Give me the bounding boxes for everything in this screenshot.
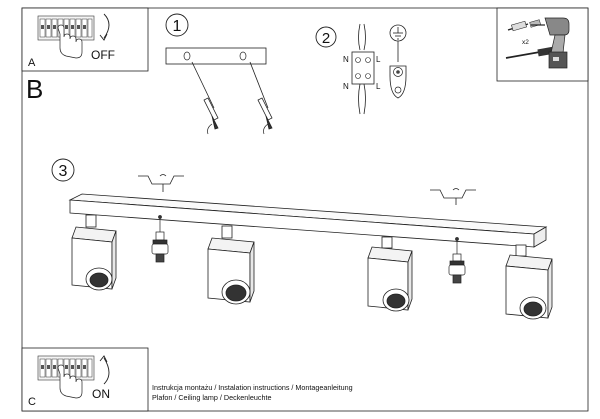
breaker-panel-off-icon <box>37 15 95 59</box>
spotlight-icon <box>505 244 553 320</box>
wire-label-l-bottom: L <box>376 82 381 91</box>
ground-symbol-icon <box>389 24 407 62</box>
wires-icon <box>358 23 366 115</box>
panel-a-action: OFF <box>91 48 115 62</box>
ground-terminal-icon <box>389 65 407 99</box>
screw-icon <box>249 61 273 130</box>
panel-a-letter: A <box>28 57 36 69</box>
mounting-bracket-icon <box>138 174 184 192</box>
tools-box <box>496 7 589 82</box>
spotlight-icon <box>71 214 117 291</box>
arrow-down-icon <box>103 13 110 39</box>
mounting-plate-icon <box>165 47 267 65</box>
drill-icon <box>531 17 570 69</box>
arrow-down-head-icon <box>99 33 108 41</box>
wire-label-n-bottom: N <box>343 82 349 91</box>
step-3-number: 3 <box>59 163 68 180</box>
spotlight-icon <box>367 236 413 312</box>
step-1-number: 1 <box>173 18 182 35</box>
panel-c-letter: C <box>28 396 36 408</box>
footer-line-2: Plafon / Ceiling lamp / Deckenleuchte <box>152 393 272 402</box>
footer-line-1: Instrukcja montażu / Instalation instruc… <box>152 383 353 392</box>
panel-c-action: ON <box>92 387 110 401</box>
step-2-marker <box>315 26 337 48</box>
tools-multiplier: x2 <box>522 39 529 46</box>
sheet-frame <box>21 7 589 412</box>
wire-label-n-top: N <box>343 55 349 64</box>
bulb-icon <box>448 237 466 284</box>
screw-motion-icon <box>207 123 269 135</box>
arrow-up-icon <box>103 357 110 385</box>
arrow-up-head-icon <box>99 355 108 363</box>
spotlight-icon <box>207 225 255 305</box>
mounting-bracket-icon <box>430 188 476 205</box>
screw-icon <box>191 61 219 130</box>
breaker-panel-on-icon <box>37 355 95 399</box>
lamp-rail <box>68 193 548 248</box>
step-1-marker <box>165 13 189 37</box>
terminal-block-icon <box>351 51 375 85</box>
panel-b-letter: B <box>26 74 43 104</box>
step-3-marker <box>51 158 75 182</box>
wire-label-l-top: L <box>376 55 381 64</box>
bulb-icon <box>151 215 169 263</box>
step-2-number: 2 <box>322 30 330 47</box>
